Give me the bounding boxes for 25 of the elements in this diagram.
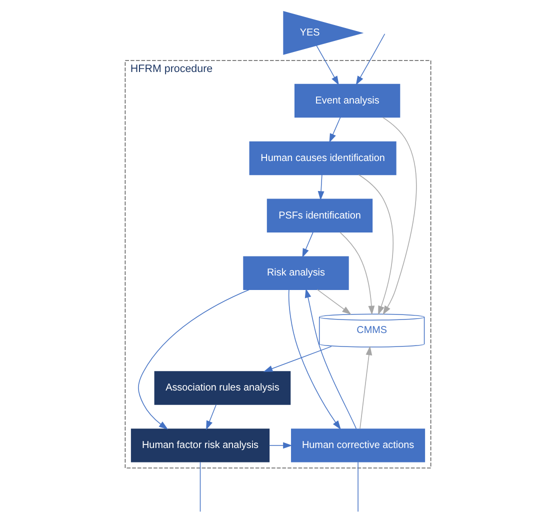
arrow [316, 45, 338, 86]
arrow [339, 232, 374, 315]
connector [199, 462, 200, 512]
arrow [382, 117, 416, 315]
node-box: Association rules analysis [154, 371, 290, 405]
arrow [355, 34, 385, 86]
node-box: Event analysis [294, 84, 400, 118]
arrow [206, 404, 216, 430]
arrow [358, 174, 394, 316]
node-box: PSFs identification [266, 198, 372, 233]
arrow [268, 442, 292, 449]
node-box: Human factor risk analysis [130, 428, 270, 462]
node-box: Human causes identification [248, 141, 396, 176]
arrow [138, 289, 249, 430]
node-box: Human corrective actions [290, 428, 425, 462]
connector [357, 462, 358, 512]
arrow [288, 289, 340, 430]
arrow [317, 174, 324, 200]
arrow [359, 346, 372, 430]
arrow [302, 232, 313, 258]
arrow [262, 346, 332, 372]
arrow [304, 288, 356, 430]
node-box: Risk analysis [242, 256, 348, 290]
arrow [316, 289, 351, 315]
arrow [328, 117, 340, 143]
